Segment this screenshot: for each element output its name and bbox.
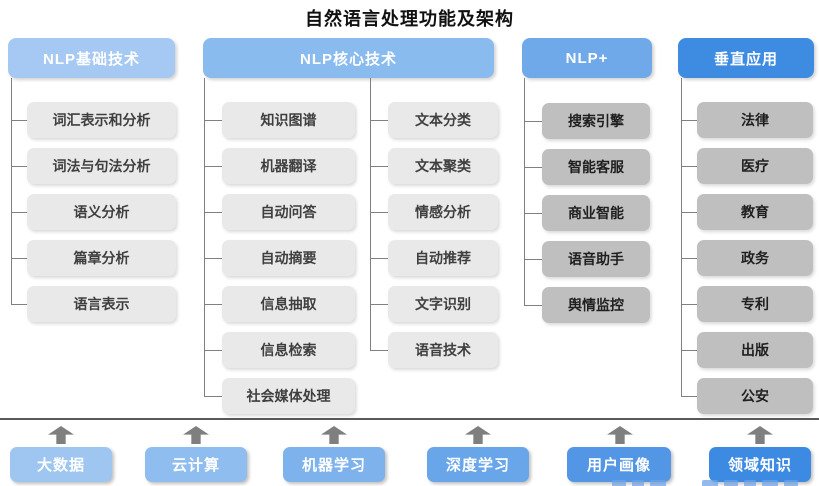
column-header-nlp-basic: NLP基础技术: [8, 38, 175, 78]
diagram-node: 舆情监控: [524, 287, 650, 323]
diagram-node: 商业智能: [524, 195, 650, 231]
diagram-node: 公安: [681, 378, 813, 414]
diagram-node: 知识图谱: [204, 102, 355, 138]
foundation-node: 大数据: [10, 447, 112, 482]
diagram-node: 文字识别: [370, 286, 498, 322]
watermark-fragment: [702, 480, 814, 486]
diagram-node: 政务: [681, 240, 813, 276]
foundation-node: 深度学习: [427, 447, 529, 482]
diagram-node: 情感分析: [370, 194, 498, 230]
connector-line: [11, 78, 12, 304]
diagram-node: 词汇表示和分析: [11, 102, 176, 138]
connector-line: [681, 78, 682, 396]
connector-line: [204, 78, 205, 396]
diagram-node: 医疗: [681, 148, 813, 184]
diagram-node: 文本分类: [370, 102, 498, 138]
foundation-node: 用户画像: [567, 447, 671, 482]
column-header-vertical-apps: 垂直应用: [678, 38, 814, 78]
up-arrow-icon: [747, 426, 773, 444]
up-arrow-icon: [465, 426, 491, 444]
connector-line: [370, 78, 371, 350]
diagram-node: 语义分析: [11, 194, 176, 230]
up-arrow-icon: [607, 426, 633, 444]
diagram-node: 教育: [681, 194, 813, 230]
diagram-node: 出版: [681, 332, 813, 368]
up-arrow-icon: [48, 426, 74, 444]
column-header-nlp-plus: NLP+: [522, 38, 652, 78]
diagram-node: 语言表示: [11, 286, 176, 322]
diagram-node: 语音助手: [524, 241, 650, 277]
diagram-node: 语音技术: [370, 332, 498, 368]
diagram-node: 自动摘要: [204, 240, 355, 276]
diagram-node: 机器翻译: [204, 148, 355, 184]
foundation-node: 领域知识: [709, 447, 811, 482]
watermark-fragment: [612, 480, 672, 486]
column-header-nlp-core: NLP核心技术: [203, 38, 494, 78]
diagram-node: 智能客服: [524, 149, 650, 185]
diagram-node: 自动推荐: [370, 240, 498, 276]
up-arrow-icon: [321, 426, 347, 444]
diagram-node: 信息检索: [204, 332, 355, 368]
diagram-node: 篇章分析: [11, 240, 176, 276]
foundation-separator-line: [0, 418, 819, 420]
diagram-node: 信息抽取: [204, 286, 355, 322]
foundation-node: 机器学习: [283, 447, 385, 482]
diagram-node: 自动问答: [204, 194, 355, 230]
diagram-node: 文本聚类: [370, 148, 498, 184]
connector-line: [524, 78, 525, 305]
diagram-node: 社会媒体处理: [204, 378, 355, 414]
page-title: 自然语言处理功能及架构: [305, 9, 514, 29]
diagram-node: 专利: [681, 286, 813, 322]
diagram-node: 词法与句法分析: [11, 148, 176, 184]
foundation-node: 云计算: [145, 447, 247, 482]
diagram-node: 搜索引擎: [524, 103, 650, 139]
diagram-node: 法律: [681, 102, 813, 138]
up-arrow-icon: [183, 426, 209, 444]
